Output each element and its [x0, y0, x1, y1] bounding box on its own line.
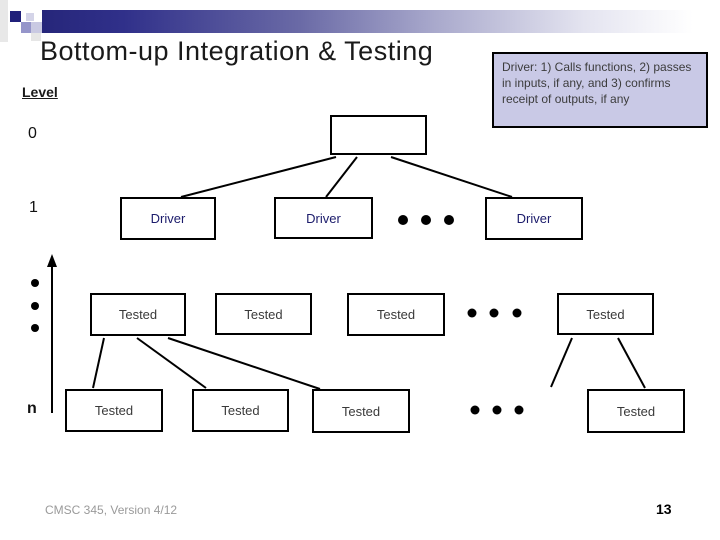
edge-tested4-to-bottom4	[617, 337, 646, 389]
tested-middle-box-1: Tested	[90, 293, 186, 336]
vertical-ellipsis-dot	[31, 302, 39, 310]
tested-bottom-ellipsis-dot	[470, 405, 480, 415]
edge-top-to-driver1	[180, 156, 337, 198]
driver-row-ellipsis-dot	[421, 215, 431, 225]
vertical-ellipsis-dot	[31, 279, 39, 287]
deco-small-gray-square	[31, 33, 41, 41]
deco-pale-square	[26, 13, 34, 21]
edge-tested1-to-bottom2	[136, 337, 207, 389]
title-gradient-bar	[42, 10, 720, 33]
page-title: Bottom-up Integration & Testing	[40, 36, 434, 66]
driver-row-ellipsis-dot	[444, 215, 454, 225]
slide-page-number: 13	[656, 501, 672, 517]
tested-middle-ellipsis-dot	[489, 308, 499, 318]
deco-gray-strip	[0, 0, 8, 42]
deco-navy-square	[10, 11, 21, 22]
footer-course-label: CMSC 345, Version 4/12	[45, 503, 178, 517]
edge-top-to-driver2	[325, 156, 358, 198]
tested-bottom-box-2: Tested	[192, 389, 289, 432]
level-axis-arrow-head	[47, 254, 57, 267]
level-1-label: 1	[29, 199, 38, 216]
tested-middle-box-2: Tested	[215, 293, 312, 335]
edge-tested4-left	[550, 337, 573, 388]
tested-bottom-box-1: Tested	[65, 389, 163, 432]
deco-light-square	[31, 22, 42, 33]
tested-bottom-ellipsis-dot	[492, 405, 502, 415]
tested-bottom-box-3: Tested	[312, 389, 410, 433]
tested-middle-ellipsis-dot	[467, 308, 477, 318]
driver-definition-note: Driver: 1) Calls functions, 2) passes in…	[492, 52, 708, 128]
driver-box-1: Driver	[120, 197, 216, 240]
tested-bottom-ellipsis-dot	[514, 405, 524, 415]
tested-bottom-box-4: Tested	[587, 389, 685, 433]
level-n-label: n	[27, 400, 37, 417]
driver-box-2: Driver	[274, 197, 373, 239]
driver-box-3: Driver	[485, 197, 583, 240]
edge-top-to-driver3	[390, 156, 513, 198]
level-0-label: 0	[28, 125, 37, 142]
vertical-ellipsis-dot	[31, 324, 39, 332]
edge-tested1-to-bottom1	[92, 337, 105, 389]
tested-middle-box-4: Tested	[557, 293, 654, 335]
deco-periwinkle-square	[21, 22, 32, 33]
level-axis-label: Level	[22, 84, 58, 100]
edge-tested1-to-bottom3	[167, 337, 321, 390]
tested-middle-box-3: Tested	[347, 293, 445, 336]
root-module-box	[330, 115, 427, 155]
tested-middle-ellipsis-dot	[512, 308, 522, 318]
driver-row-ellipsis-dot	[398, 215, 408, 225]
